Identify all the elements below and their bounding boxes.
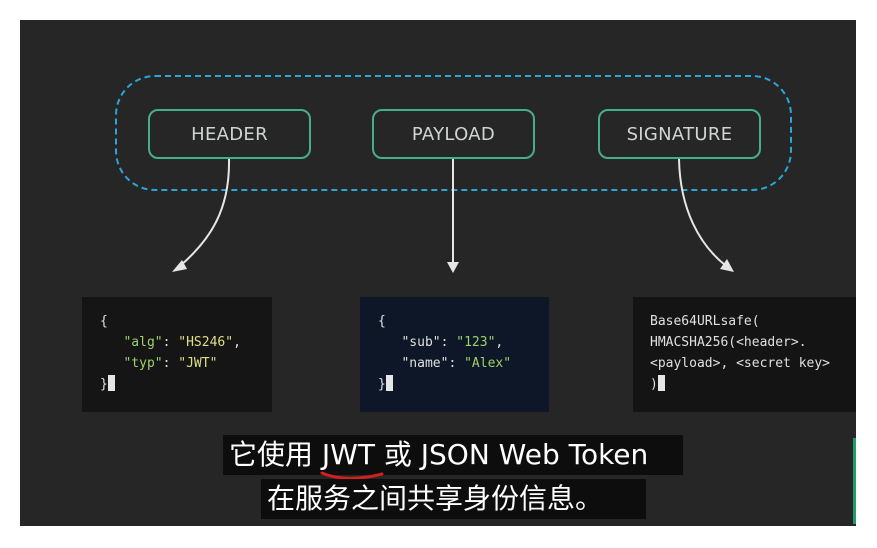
code-line: "alg": "HS246", <box>100 332 254 353</box>
json-value: "Alex" <box>464 356 512 371</box>
text-cursor <box>107 375 115 391</box>
json-key: "name" <box>401 356 449 371</box>
subtitle-line-1: 它使用 JWT 或 JSON Web Token <box>223 435 683 480</box>
json-value: "123" <box>456 335 496 350</box>
code-line: "sub": "123", <box>378 332 531 353</box>
subtitle-text: 或 JSON Web Token <box>374 438 649 471</box>
payload-part-box: PAYLOAD <box>372 109 535 159</box>
signature-formula-block: Base64URLsafe( HMACSHA256(<header>. <pay… <box>633 297 856 412</box>
signature-arrowhead <box>720 259 734 272</box>
code-line: Base64URLsafe( <box>650 314 760 329</box>
side-accent <box>853 438 856 524</box>
brace-open: { <box>100 314 108 329</box>
header-arrowhead <box>172 260 187 272</box>
code-line: } <box>378 374 531 395</box>
jwt-term: JWT <box>321 438 375 471</box>
json-separator: : <box>162 335 179 350</box>
signature-part-label: SIGNATURE <box>626 123 733 145</box>
subtitle-text: 它使用 <box>229 438 322 471</box>
brace-close: } <box>100 377 108 392</box>
red-underline-mark <box>320 471 384 480</box>
header-part-box: HEADER <box>148 109 311 159</box>
header-json-block: { "alg": "HS246", "typ": "JWT" } <box>82 297 272 412</box>
paren-close: ) <box>650 377 658 392</box>
video-frame: HEADER PAYLOAD SIGNATURE { "alg": "HS246… <box>20 20 856 526</box>
code-line: ) <box>650 374 845 395</box>
brace-open: { <box>378 314 386 329</box>
code-line: } <box>100 374 254 395</box>
subtitle-line-2: 在服务之间共享身份信息。 <box>261 479 646 519</box>
json-separator: : <box>440 335 457 350</box>
code-line: HMACSHA256(<header>. <box>650 335 807 350</box>
code-line: "typ": "JWT" <box>100 353 254 374</box>
json-value: "JWT" <box>178 356 218 371</box>
json-value: "HS246" <box>178 335 234 350</box>
signature-part-box: SIGNATURE <box>598 109 761 159</box>
code-line: { <box>100 311 254 332</box>
brace-close: } <box>378 377 386 392</box>
text-cursor <box>657 375 665 391</box>
header-part-label: HEADER <box>191 123 268 145</box>
code-line: "name": "Alex" <box>378 353 531 374</box>
json-separator: : <box>448 356 465 371</box>
json-key: "typ" <box>123 356 163 371</box>
json-key: "sub" <box>401 335 441 350</box>
payload-json-block: { "sub": "123", "name": "Alex" } <box>360 297 549 412</box>
payload-part-label: PAYLOAD <box>411 123 496 145</box>
json-separator: : <box>162 356 179 371</box>
underlined-term: JWT <box>320 435 384 480</box>
code-line: <payload>, <secret key> <box>650 356 831 371</box>
code-line: { <box>378 311 531 332</box>
payload-arrowhead <box>447 262 459 273</box>
json-key: "alg" <box>123 335 163 350</box>
text-cursor <box>385 375 393 391</box>
json-comma: , <box>495 335 504 350</box>
json-comma: , <box>233 335 241 350</box>
